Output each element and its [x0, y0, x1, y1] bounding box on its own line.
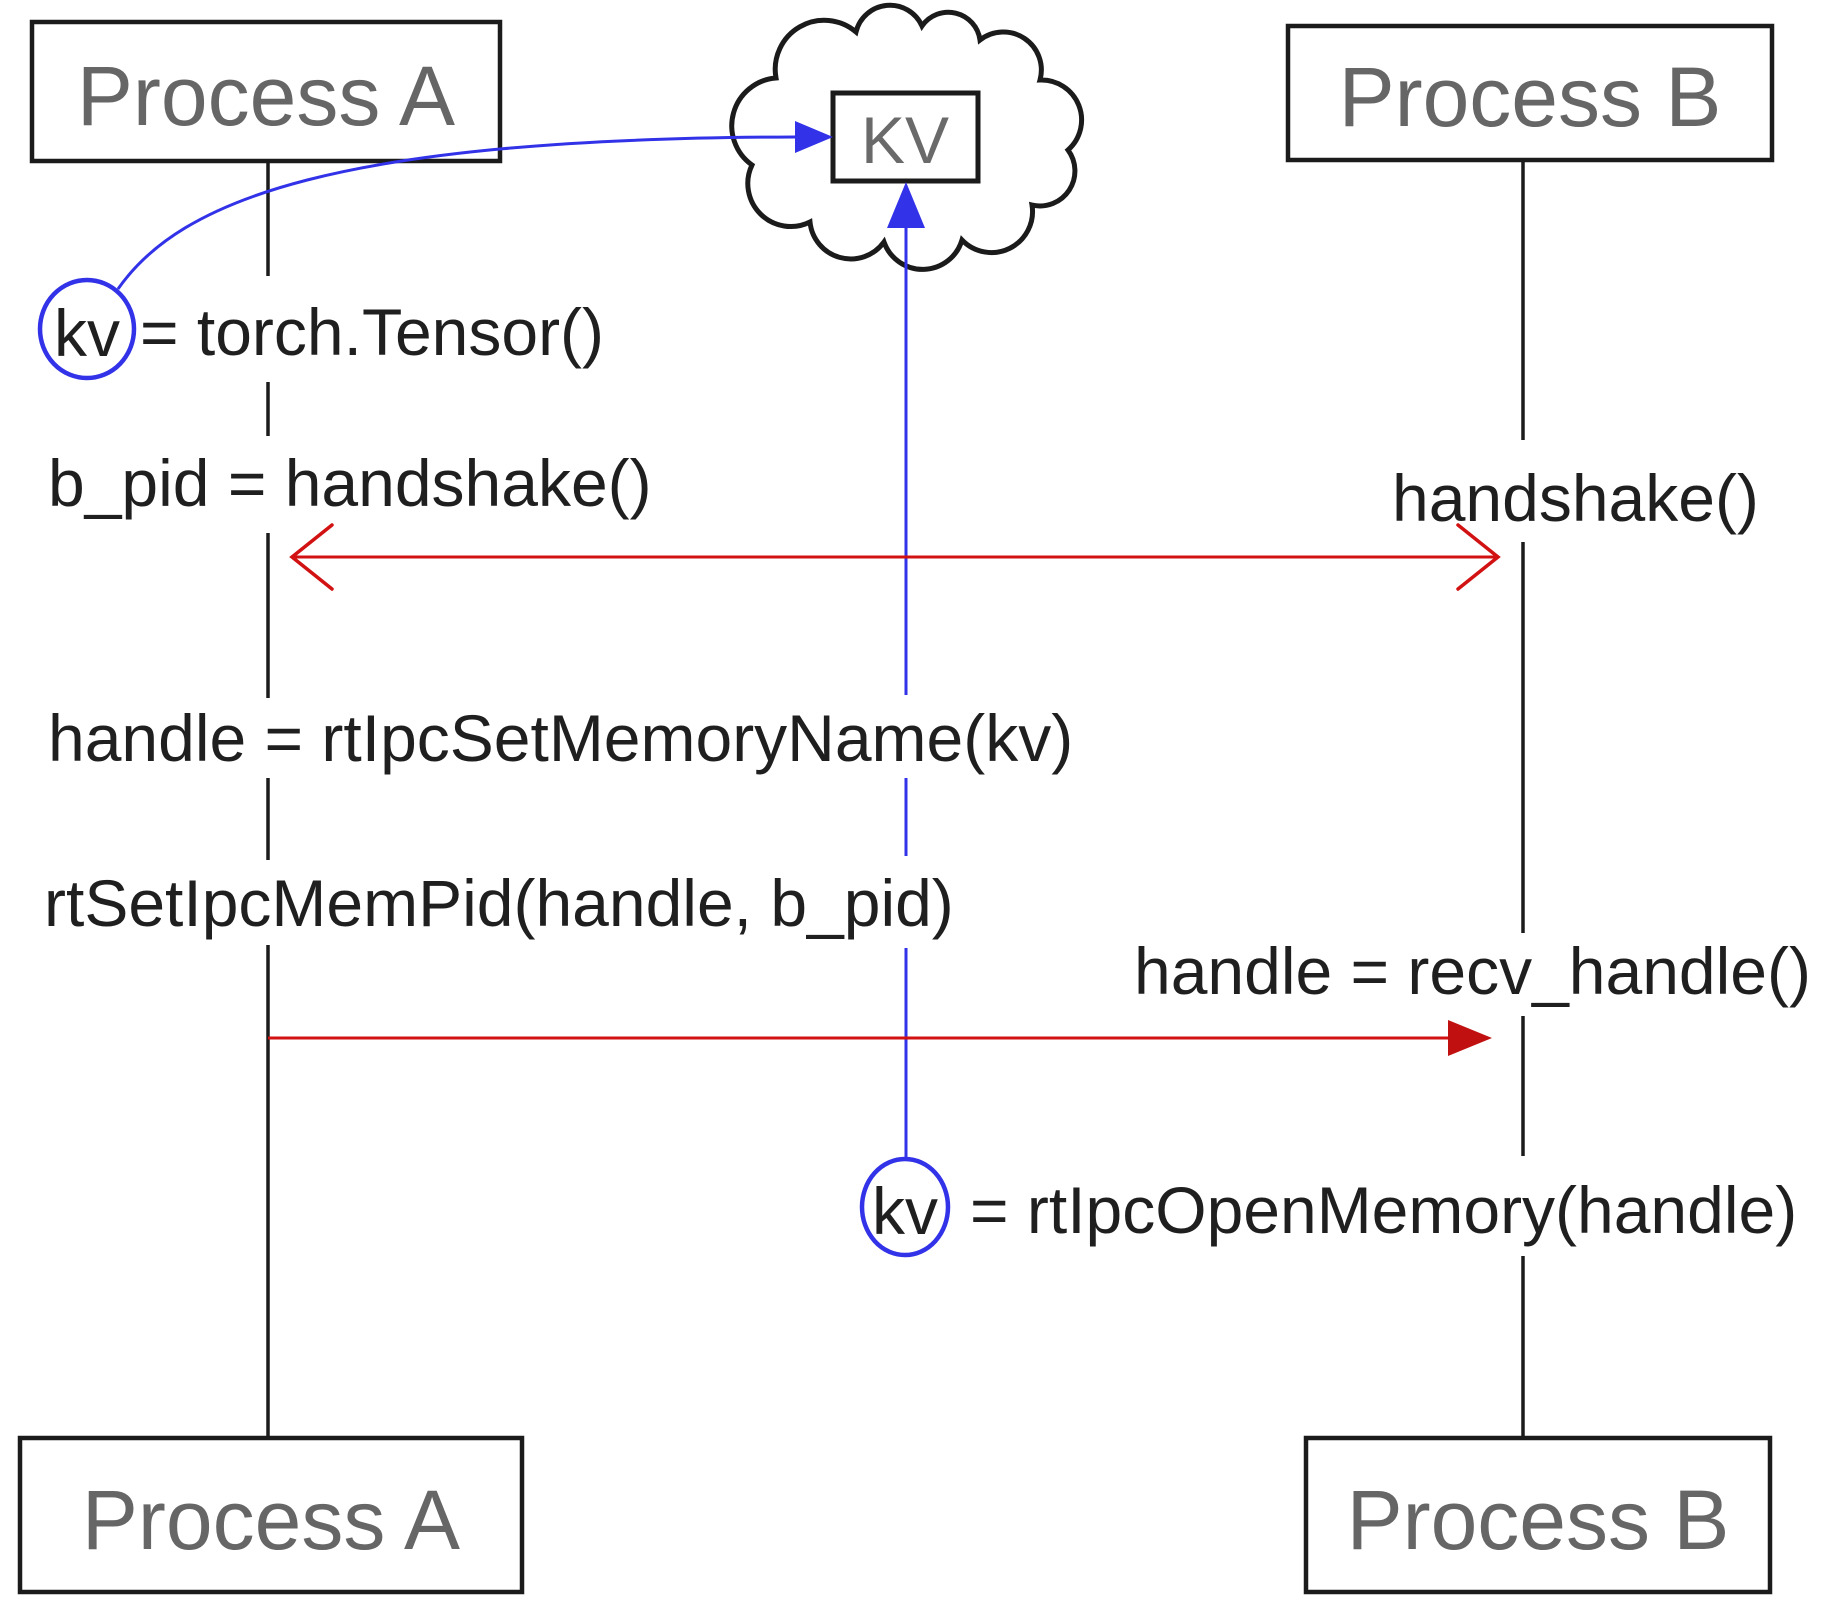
- kv-publish-curve-arrow: [116, 135, 796, 290]
- kv-circle-a: [37, 277, 137, 381]
- tensor-assign-label: = torch.Tensor(): [140, 295, 604, 369]
- handshake-arrowhead-left-icon: [289, 523, 334, 591]
- kv-publish-arrowhead-icon: [795, 121, 833, 153]
- process-b-top-label: Process B: [1339, 50, 1722, 144]
- process-b-bottom-label: Process B: [1347, 1473, 1730, 1567]
- set-ipc-mem-pid-label: rtSetIpcMemPid(handle, b_pid): [44, 866, 954, 940]
- set-memory-name-label: handle = rtIpcSetMemoryName(kv): [48, 701, 1073, 775]
- process-a-top-box: [29, 19, 503, 164]
- kv-circle-b-label: kv: [872, 1174, 938, 1248]
- open-memory-label: = rtIpcOpenMemory(handle): [970, 1173, 1797, 1247]
- handshake-b-label: handshake(): [1392, 461, 1759, 535]
- process-a-bottom-label: Process A: [82, 1473, 460, 1567]
- kv-circle-b: [859, 1156, 951, 1258]
- handshake-arrowhead-right-icon: [1456, 523, 1501, 591]
- kv-reference-arrowhead-icon: [887, 182, 925, 228]
- process-b-bottom-box: [1303, 1435, 1773, 1595]
- kv-circle-a-label: kv: [54, 296, 120, 370]
- process-a-top-label: Process A: [77, 49, 455, 143]
- recv-handle-label: handle = recv_handle(): [1134, 934, 1811, 1008]
- bpid-handshake-label: b_pid = handshake(): [48, 446, 652, 520]
- kv-store-label: KV: [861, 103, 949, 177]
- send-handle-arrowhead-icon: [1448, 1020, 1492, 1056]
- process-a-bottom-box: [17, 1435, 525, 1595]
- process-b-top-box: [1285, 23, 1775, 163]
- kv-store-box: [830, 90, 981, 184]
